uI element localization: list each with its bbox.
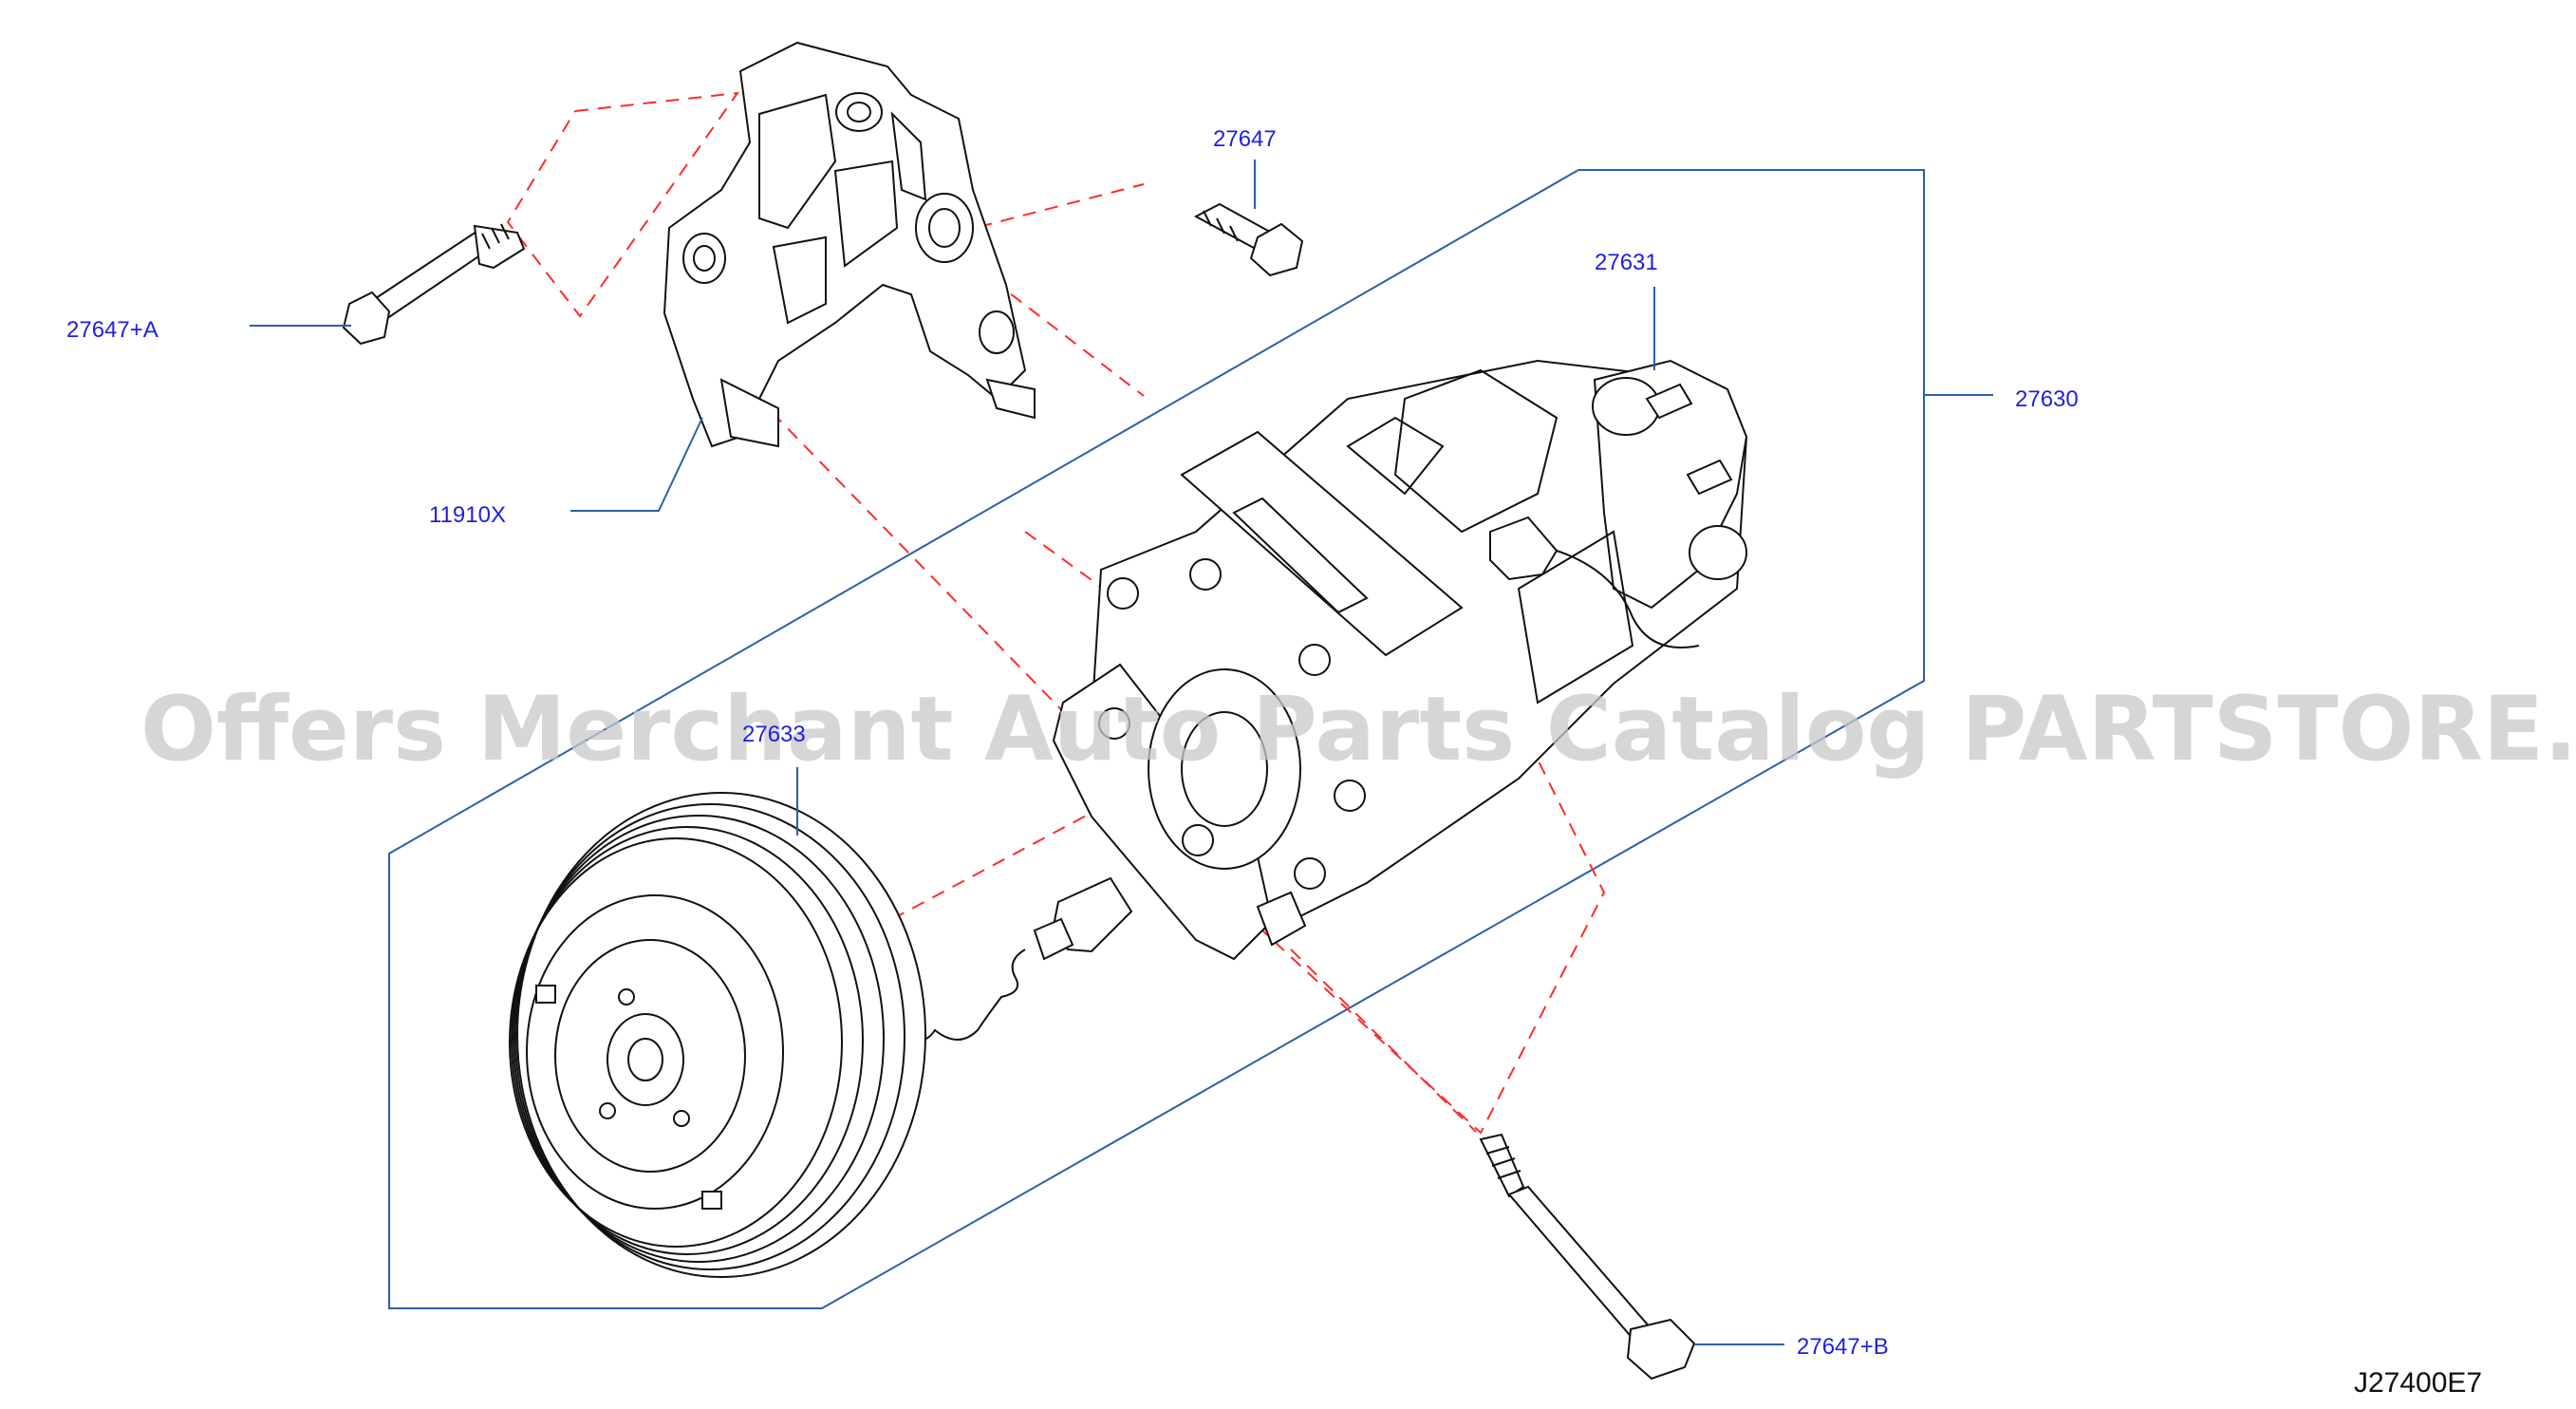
clutch-connector	[910, 876, 1133, 1043]
label-27647-a[interactable]: 27647+A	[66, 317, 159, 343]
bolt-27647	[1193, 202, 1304, 277]
compressor-body	[1052, 359, 1748, 961]
label-27647[interactable]: 27647	[1213, 126, 1277, 152]
bolt-27647-b	[1479, 1133, 1696, 1381]
label-27647-b[interactable]: 27647+B	[1797, 1334, 1889, 1360]
label-27631[interactable]: 27631	[1595, 250, 1658, 275]
bracket-11910x	[663, 41, 1036, 448]
bolt-27647-a	[342, 223, 526, 346]
label-27630[interactable]: 27630	[2015, 386, 2079, 412]
clutch-pulley-27633	[509, 792, 926, 1278]
assembly-outline	[388, 169, 1925, 1309]
watermark-text: Offers Merchant Auto Parts Catalog PARTS…	[140, 678, 2576, 781]
diagram-code: J27400E7	[2354, 1367, 2482, 1399]
label-27633[interactable]: 27633	[742, 722, 806, 747]
label-11910x[interactable]: 11910X	[429, 502, 506, 528]
leader-lines	[250, 160, 1993, 1345]
